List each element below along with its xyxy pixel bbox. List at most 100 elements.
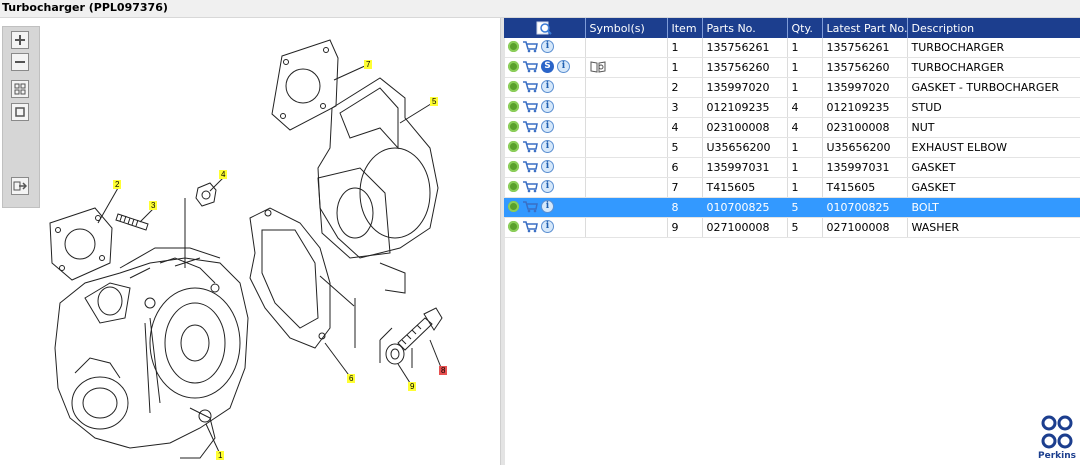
qty-cell[interactable]: 1 <box>787 157 823 178</box>
qty-cell[interactable]: 1 <box>787 177 823 198</box>
callout-6[interactable]: 6 <box>347 374 355 383</box>
qty-cell[interactable]: 1 <box>787 77 823 98</box>
parts-diagram[interactable]: 7 5 2 3 4 6 8 9 1 <box>0 18 500 465</box>
column-header-actions[interactable] <box>504 18 586 38</box>
latest-part-no-cell[interactable]: 135756261 <box>822 38 908 58</box>
parts-no-cell[interactable]: 135997020 <box>702 77 788 98</box>
description-cell[interactable]: STUD <box>907 97 1080 118</box>
info-icon[interactable]: i <box>541 200 554 214</box>
callout-1[interactable]: 1 <box>216 451 224 460</box>
latest-part-no-cell[interactable]: 135997031 <box>822 157 908 178</box>
actions-cell[interactable]: i <box>504 117 586 138</box>
actions-cell[interactable]: i <box>504 217 586 238</box>
symbols-cell[interactable] <box>585 38 668 58</box>
qty-cell[interactable]: 1 <box>787 137 823 158</box>
cart-icon[interactable] <box>522 40 538 53</box>
description-cell[interactable]: GASKET <box>907 157 1080 178</box>
parts-no-cell[interactable]: 135756261 <box>702 38 788 58</box>
description-cell[interactable]: TURBOCHARGER <box>907 38 1080 58</box>
gear-icon[interactable] <box>508 121 519 133</box>
actions-cell[interactable]: i <box>504 38 586 58</box>
parts-no-cell[interactable]: 010700825 <box>702 197 788 218</box>
gear-icon[interactable] <box>508 181 519 193</box>
column-header-parts-no[interactable]: Parts No. <box>702 18 788 38</box>
cart-icon[interactable] <box>522 220 538 233</box>
gear-icon[interactable] <box>508 221 519 233</box>
supersession-icon[interactable]: S <box>541 60 554 74</box>
actions-cell[interactable]: i <box>504 177 586 198</box>
callout-8[interactable]: 8 <box>439 366 447 375</box>
export-button[interactable] <box>11 177 29 195</box>
item-cell[interactable]: 2 <box>667 77 703 98</box>
parts-no-cell[interactable]: 027100008 <box>702 217 788 238</box>
qty-cell[interactable]: 5 <box>787 197 823 218</box>
callout-9[interactable]: 9 <box>408 382 416 391</box>
info-icon[interactable]: i <box>541 220 554 234</box>
symbols-cell[interactable] <box>585 197 668 218</box>
gear-icon[interactable] <box>508 141 519 153</box>
gear-icon[interactable] <box>508 161 519 173</box>
description-cell[interactable]: GASKET <box>907 177 1080 198</box>
info-icon[interactable]: i <box>541 100 554 114</box>
cart-icon[interactable] <box>522 60 538 73</box>
callout-3[interactable]: 3 <box>149 201 157 210</box>
gear-icon[interactable] <box>508 41 519 53</box>
column-header-item[interactable]: Item <box>667 18 703 38</box>
parts-no-cell[interactable]: T415605 <box>702 177 788 198</box>
cart-icon[interactable] <box>522 200 538 213</box>
info-icon[interactable]: i <box>541 160 554 174</box>
callout-7[interactable]: 7 <box>364 60 372 69</box>
item-cell[interactable]: 6 <box>667 157 703 178</box>
info-icon[interactable]: i <box>541 120 554 134</box>
symbols-cell[interactable] <box>585 177 668 198</box>
callout-2[interactable]: 2 <box>113 180 121 189</box>
gear-icon[interactable] <box>508 61 519 73</box>
cart-icon[interactable] <box>522 120 538 133</box>
actions-cell[interactable]: i <box>504 137 586 158</box>
description-cell[interactable]: WASHER <box>907 217 1080 238</box>
symbols-cell[interactable] <box>585 97 668 118</box>
actions-cell[interactable]: i <box>504 77 586 98</box>
latest-part-no-cell[interactable]: 010700825 <box>822 197 908 218</box>
info-icon[interactable]: i <box>541 180 554 194</box>
item-cell[interactable]: 1 <box>667 57 703 78</box>
latest-part-no-cell[interactable]: T415605 <box>822 177 908 198</box>
latest-part-no-cell[interactable]: 027100008 <box>822 217 908 238</box>
cart-icon[interactable] <box>522 180 538 193</box>
book-icon[interactable] <box>590 60 606 73</box>
item-cell[interactable]: 3 <box>667 97 703 118</box>
latest-part-no-cell[interactable]: 135997020 <box>822 77 908 98</box>
qty-cell[interactable]: 1 <box>787 38 823 58</box>
column-header-qty[interactable]: Qty. <box>787 18 823 38</box>
info-icon[interactable]: i <box>541 40 554 54</box>
zoom-out-button[interactable] <box>11 53 29 71</box>
qty-cell[interactable]: 4 <box>787 97 823 118</box>
latest-part-no-cell[interactable]: U35656200 <box>822 137 908 158</box>
item-cell[interactable]: 7 <box>667 177 703 198</box>
latest-part-no-cell[interactable]: 012109235 <box>822 97 908 118</box>
parts-no-cell[interactable]: 012109235 <box>702 97 788 118</box>
zoom-in-button[interactable] <box>11 31 29 49</box>
actions-cell[interactable]: i <box>504 157 586 178</box>
fit-page-button[interactable] <box>11 80 29 98</box>
latest-part-no-cell[interactable]: 023100008 <box>822 117 908 138</box>
qty-cell[interactable]: 4 <box>787 117 823 138</box>
parts-no-cell[interactable]: 023100008 <box>702 117 788 138</box>
latest-part-no-cell[interactable]: 135756260 <box>822 57 908 78</box>
info-icon[interactable]: i <box>541 80 554 94</box>
symbols-cell[interactable] <box>585 57 668 78</box>
parts-no-cell[interactable]: 135756260 <box>702 57 788 78</box>
actual-size-button[interactable] <box>11 103 29 121</box>
description-cell[interactable]: NUT <box>907 117 1080 138</box>
symbols-cell[interactable] <box>585 157 668 178</box>
pane-splitter[interactable] <box>500 18 505 465</box>
